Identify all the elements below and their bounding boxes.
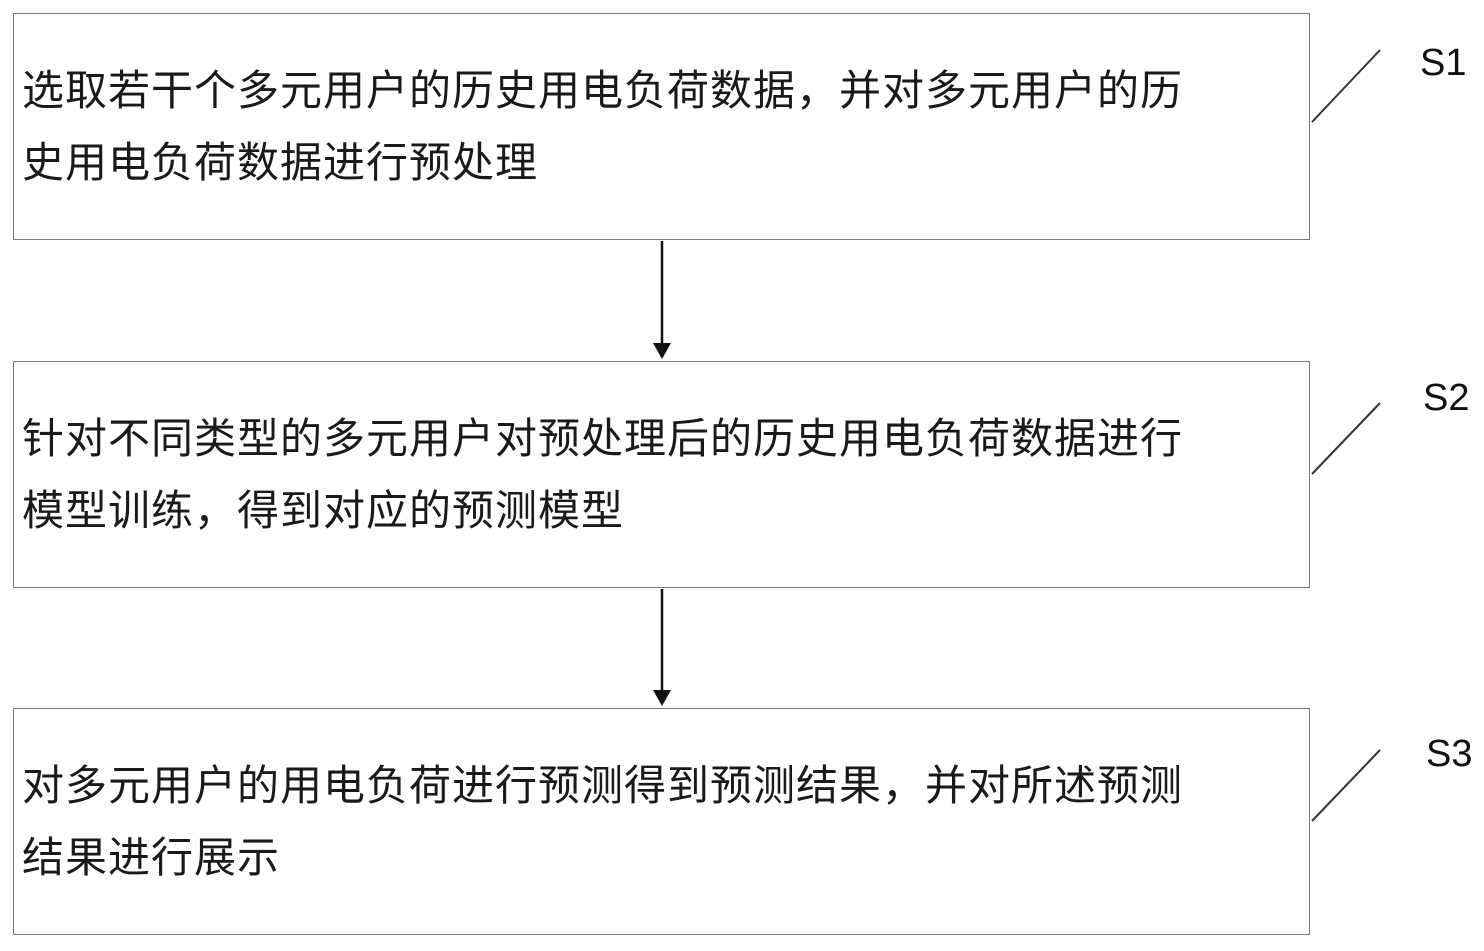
- leader-line-s3: [1311, 749, 1381, 822]
- step-label-s1: S1: [1420, 42, 1467, 84]
- step-text-s3: 对多元用户的用电负荷进行预测得到预测结果，并对所述预测 结果进行展示: [22, 760, 1184, 882]
- step-box-s1: 选取若干个多元用户的历史用电负荷数据，并对多元用户的历 史用电负荷数据进行预处理: [13, 13, 1310, 240]
- step-text-s2: 针对不同类型的多元用户对预处理后的历史用电负荷数据进行 模型训练，得到对应的预测…: [22, 413, 1184, 535]
- arrowhead-s2-to-s3: [653, 690, 671, 706]
- step-label-s2: S2: [1423, 377, 1470, 419]
- step-box-s3: 对多元用户的用电负荷进行预测得到预测结果，并对所述预测 结果进行展示: [13, 708, 1310, 935]
- step-text-s1: 选取若干个多元用户的历史用电负荷数据，并对多元用户的历 史用电负荷数据进行预处理: [22, 65, 1184, 187]
- leader-line-s2: [1311, 402, 1381, 475]
- step-label-s3: S3: [1426, 733, 1473, 775]
- arrowhead-s1-to-s2: [653, 343, 671, 359]
- step-box-s2: 针对不同类型的多元用户对预处理后的历史用电负荷数据进行 模型训练，得到对应的预测…: [13, 361, 1310, 588]
- leader-line-s1: [1311, 49, 1381, 123]
